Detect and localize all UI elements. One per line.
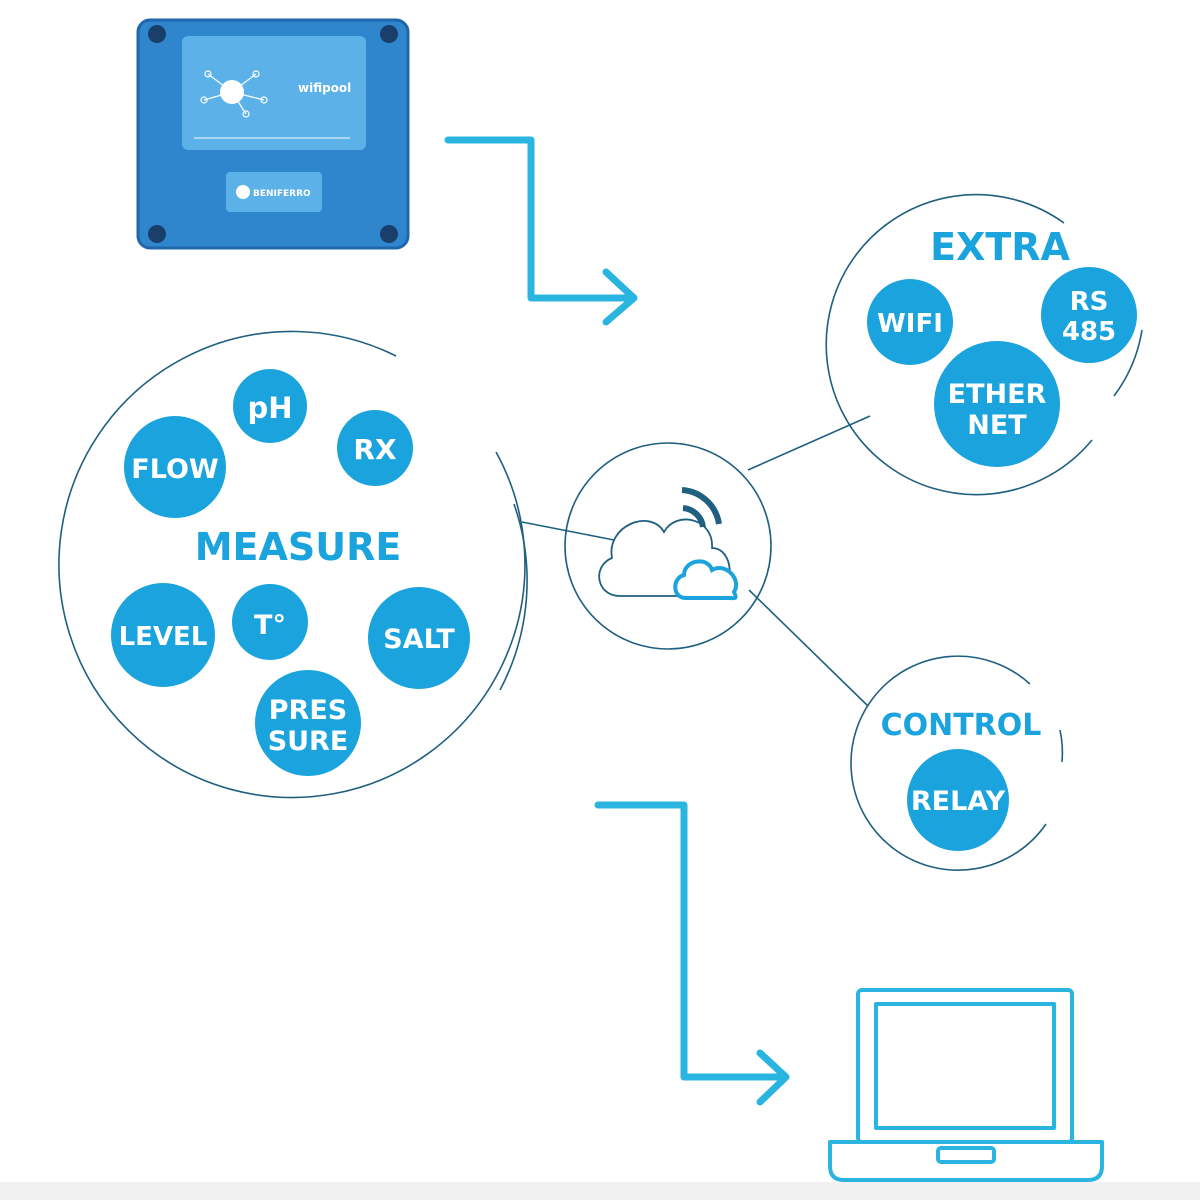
control-title: CONTROL (881, 708, 1042, 743)
wifi-signal-icon (681, 487, 722, 528)
svg-text:pH: pH (247, 391, 292, 425)
laptop-display (874, 1002, 1056, 1130)
svg-text:RS: RS (1070, 287, 1109, 317)
small-cloud-icon (673, 559, 738, 601)
measure-item-temperature: T° (232, 584, 308, 660)
extra-ring-arc (1113, 329, 1143, 397)
cloud-to-extra-line (747, 415, 871, 471)
screw-tr (380, 25, 398, 43)
device-edge (136, 18, 410, 250)
device-panel-network-icon (200, 70, 268, 118)
svg-text:RELAY: RELAY (911, 786, 1006, 817)
screw-tl (148, 25, 166, 43)
laptop-trackpad (936, 1146, 996, 1164)
extra-item-wifi: WIFI (867, 279, 953, 365)
svg-text:NET: NET (967, 410, 1027, 441)
measure-ring (58, 330, 526, 799)
extra-group: EXTRA WIFI RS 485 ETHER NET (825, 193, 1143, 496)
control-ring (850, 655, 1047, 871)
control-ring-arc (1059, 729, 1064, 763)
extra-item-rs485: RS 485 (1041, 267, 1137, 363)
device-maker-badge (226, 172, 322, 212)
device-maker-logo-icon (236, 185, 250, 199)
svg-text:RX: RX (353, 433, 397, 466)
footer-bar (0, 1182, 1200, 1200)
svg-text:LEVEL: LEVEL (119, 622, 208, 652)
extra-item-ethernet: ETHER NET (934, 341, 1060, 467)
device-panel (182, 36, 366, 150)
svg-text:SALT: SALT (383, 624, 455, 655)
device-maker-label: BENIFERRO (253, 189, 311, 199)
device-to-extra-arrow (444, 136, 638, 326)
hub-to-laptop-arrow (594, 801, 790, 1106)
measure-item-ph: pH (233, 369, 307, 443)
screw-br (380, 225, 398, 243)
screw-bl (148, 225, 166, 243)
svg-text:FLOW: FLOW (131, 454, 218, 485)
svg-text:ETHER: ETHER (948, 379, 1047, 410)
measure-item-flow: FLOW (124, 416, 226, 518)
measure-item-pressure: PRES SURE (255, 670, 361, 776)
laptop-screen (856, 988, 1074, 1144)
laptop-base (828, 1140, 1104, 1182)
svg-text:PRES: PRES (269, 695, 347, 726)
measure-item-rx: RX (337, 410, 413, 486)
wifipool-device: wifipool BENIFERRO (136, 18, 410, 250)
extra-title: EXTRA (930, 225, 1070, 269)
measure-item-salt: SALT (368, 587, 470, 689)
svg-text:T°: T° (254, 610, 286, 641)
svg-text:SURE: SURE (268, 726, 349, 757)
extra-ring (825, 193, 1093, 496)
measure-to-cloud-line (521, 521, 615, 541)
svg-text:WIFI: WIFI (877, 309, 943, 339)
cloud-hub-ring (564, 442, 772, 650)
measure-title: MEASURE (195, 525, 402, 569)
measure-item-level: LEVEL (111, 583, 215, 687)
cloud-to-control-line (748, 589, 869, 707)
measure-group: pH RX FLOW MEASURE LEVEL T° SALT PRES SU… (58, 330, 528, 799)
control-group: CONTROL RELAY (850, 655, 1064, 871)
device-brand-label: wifipool (298, 81, 351, 95)
cloud-hub (564, 442, 772, 650)
control-item-relay: RELAY (907, 749, 1009, 851)
laptop-icon (828, 988, 1104, 1182)
measure-ring-arc (499, 503, 528, 691)
svg-text:485: 485 (1062, 317, 1116, 347)
